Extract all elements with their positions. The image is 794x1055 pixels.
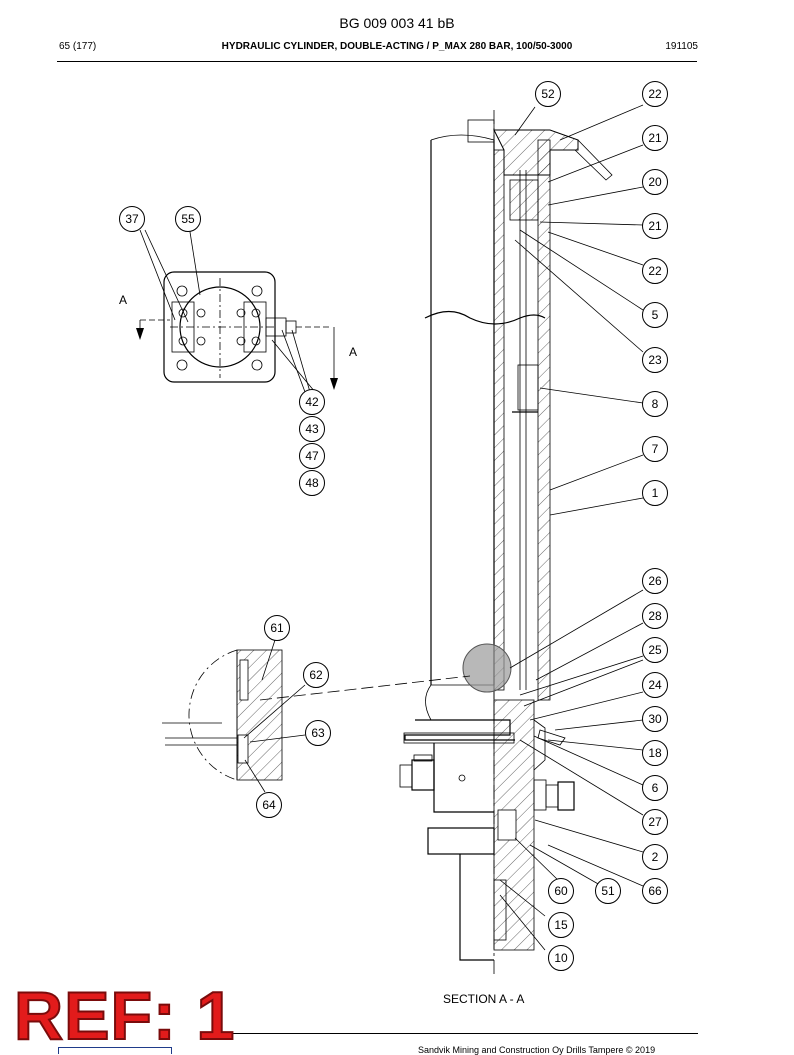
svg-text:25: 25 <box>648 643 662 657</box>
page-number: 65 (177) <box>59 41 97 52</box>
svg-text:55: 55 <box>181 212 195 226</box>
svg-text:51: 51 <box>601 884 615 898</box>
callout-24: 24 <box>642 672 668 698</box>
callout-55: 55 <box>175 206 201 232</box>
callout-63: 63 <box>305 720 331 746</box>
svg-text:1: 1 <box>652 486 659 500</box>
svg-text:66: 66 <box>648 884 662 898</box>
callout-27: 27 <box>642 809 668 835</box>
callout-8: 8 <box>642 391 668 417</box>
svg-text:27: 27 <box>648 815 662 829</box>
callout-60: 60 <box>548 878 574 904</box>
footer-copyright: Sandvik Mining and Construction Oy Drill… <box>418 1045 656 1055</box>
svg-text:20: 20 <box>648 175 662 189</box>
callout-48: 48 <box>299 470 325 496</box>
callout-21a: 21 <box>642 125 668 151</box>
svg-text:23: 23 <box>648 353 662 367</box>
callout-23: 23 <box>642 347 668 373</box>
svg-text:30: 30 <box>648 712 662 726</box>
callout-42: 42 <box>299 389 325 415</box>
callout-47: 47 <box>299 443 325 469</box>
svg-text:63: 63 <box>311 726 325 740</box>
ref-stamp: REF: 1 <box>13 978 236 1054</box>
callout-52: 52 <box>535 81 561 107</box>
svg-text:64: 64 <box>262 798 276 812</box>
callout-5: 5 <box>642 302 668 328</box>
callout-62: 62 <box>303 662 329 688</box>
document-title: HYDRAULIC CYLINDER, DOUBLE-ACTING / P_MA… <box>221 41 573 52</box>
svg-text:8: 8 <box>652 397 659 411</box>
document-id: BG 009 003 41 bB <box>339 15 455 31</box>
company-logo <box>58 1047 172 1054</box>
callout-25: 25 <box>642 637 668 663</box>
callout-28: 28 <box>642 603 668 629</box>
callout-22a: 22 <box>642 81 668 107</box>
section-mark-right: A <box>349 345 357 359</box>
svg-text:42: 42 <box>305 395 319 409</box>
callout-64: 64 <box>256 792 282 818</box>
svg-text:5: 5 <box>652 308 659 322</box>
callout-22b: 22 <box>642 258 668 284</box>
svg-text:22: 22 <box>648 87 662 101</box>
svg-text:7: 7 <box>652 442 659 456</box>
svg-text:2: 2 <box>652 850 659 864</box>
section-mark-left: A <box>119 293 127 307</box>
callout-66: 66 <box>642 878 668 904</box>
svg-text:37: 37 <box>125 212 139 226</box>
callout-30: 30 <box>642 706 668 732</box>
svg-text:43: 43 <box>305 422 319 436</box>
header-rule <box>57 61 697 62</box>
callout-7: 7 <box>642 436 668 462</box>
callout-21b: 21 <box>642 213 668 239</box>
svg-text:48: 48 <box>305 476 319 490</box>
callout-2: 2 <box>642 844 668 870</box>
svg-text:22: 22 <box>648 264 662 278</box>
callout-18: 18 <box>642 740 668 766</box>
svg-text:15: 15 <box>554 918 568 932</box>
callout-6: 6 <box>642 775 668 801</box>
svg-text:52: 52 <box>541 87 555 101</box>
callout-10: 10 <box>548 945 574 971</box>
detail-highlight <box>462 643 512 693</box>
callout-20: 20 <box>642 169 668 195</box>
svg-text:21: 21 <box>648 219 662 233</box>
svg-text:21: 21 <box>648 131 662 145</box>
callout-37: 37 <box>119 206 145 232</box>
callout-61: 61 <box>264 615 290 641</box>
leader-lines <box>139 104 644 951</box>
callout-26: 26 <box>642 568 668 594</box>
callout-43: 43 <box>299 416 325 442</box>
svg-text:60: 60 <box>554 884 568 898</box>
svg-text:47: 47 <box>305 449 319 463</box>
svg-text:28: 28 <box>648 609 662 623</box>
callout-1: 1 <box>642 480 668 506</box>
svg-text:18: 18 <box>648 746 662 760</box>
svg-text:26: 26 <box>648 574 662 588</box>
svg-text:61: 61 <box>270 621 284 635</box>
callout-51: 51 <box>595 878 621 904</box>
document-date: 191105 <box>665 41 698 52</box>
section-label: SECTION A - A <box>443 992 525 1006</box>
footer-rule <box>230 1033 698 1034</box>
svg-text:6: 6 <box>652 781 659 795</box>
svg-text:10: 10 <box>554 951 568 965</box>
callout-15: 15 <box>548 912 574 938</box>
svg-text:24: 24 <box>648 678 662 692</box>
svg-text:62: 62 <box>309 668 323 682</box>
detail-view <box>162 649 471 781</box>
top-view-flange: A A <box>119 271 357 390</box>
cylinder-body <box>399 110 613 975</box>
